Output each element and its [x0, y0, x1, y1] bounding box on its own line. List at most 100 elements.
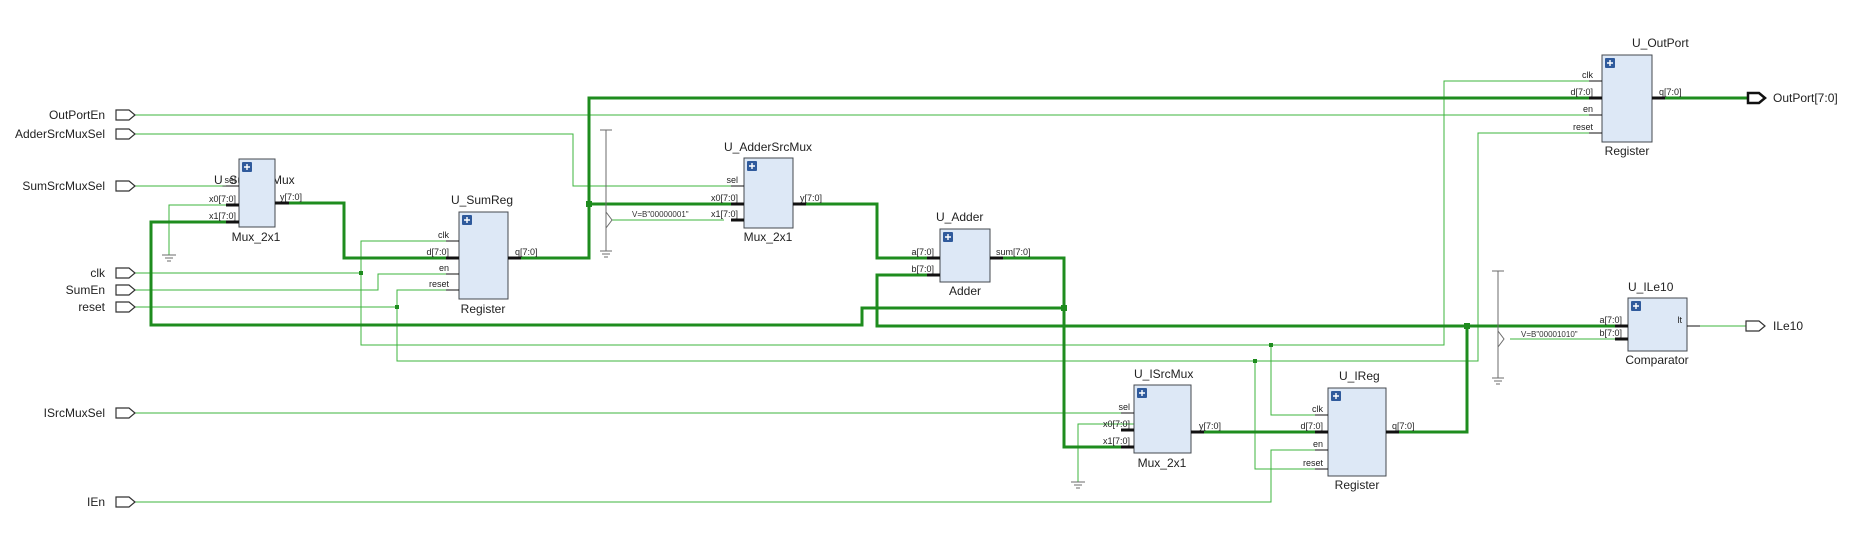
svg-text:reset: reset [429, 279, 450, 289]
svg-text:OutPortEn: OutPortEn [49, 108, 105, 122]
svg-text:reset: reset [1573, 122, 1594, 132]
svg-text:x0[7:0]: x0[7:0] [1103, 419, 1130, 429]
constant-adder-one: V=B"00000001" [600, 129, 689, 258]
port-sumen[interactable]: SumEn [66, 283, 136, 297]
instance-name: U_Adder [936, 210, 983, 224]
bus-adder-sum[interactable] [990, 256, 1066, 308]
svg-text:IEn: IEn [87, 495, 105, 509]
junction-adder-sum [1061, 305, 1067, 311]
svg-text:clk: clk [90, 266, 106, 280]
svg-text:b[7:0]: b[7:0] [911, 264, 934, 274]
bus-adder-to-isrcmux[interactable] [1062, 308, 1134, 449]
svg-text:reset: reset [78, 300, 105, 314]
port-ile10[interactable]: ILe10 [1745, 319, 1803, 333]
const-adder-one-label: V=B"00000001" [632, 210, 689, 219]
svg-text:a[7:0]: a[7:0] [911, 247, 934, 257]
ground-symbols [162, 254, 1085, 489]
junctions [359, 201, 1470, 363]
input-ports: OutPortEn AdderSrcMuxSel SumSrcMuxSel cl… [15, 108, 136, 509]
instance-name: U_IReg [1339, 369, 1380, 383]
block-isrcmux[interactable]: U_ISrcMux sel x0[7:0] x1[7:0] y[7:0] Mux… [1103, 367, 1221, 470]
junction-clk-ireg [1269, 343, 1273, 347]
svg-text:d[7:0]: d[7:0] [426, 247, 449, 257]
svg-text:b[7:0]: b[7:0] [1599, 328, 1622, 338]
port-outporten[interactable]: OutPortEn [49, 108, 136, 122]
net-clk-ireg[interactable] [1270, 345, 1328, 416]
junction-ireg-q [1464, 323, 1470, 329]
instance-name: U_ISrcMux [1134, 367, 1193, 381]
svg-text:SumSrcMuxSel: SumSrcMuxSel [22, 179, 105, 193]
svg-text:sel: sel [224, 175, 236, 185]
bus-sumsrcmux-to-sumreg[interactable] [275, 201, 459, 260]
block-sumsrcmux[interactable]: U_SumSrcMux sel x0[7:0] x1[7:0] y[7:0] M… [209, 158, 302, 244]
svg-text:y[7:0]: y[7:0] [1199, 421, 1221, 431]
bus-i-to-adder-b[interactable] [875, 273, 1467, 328]
bus-addersrcmux-to-adder[interactable] [793, 202, 940, 260]
junction-clk [359, 271, 363, 275]
port-clk[interactable]: clk [90, 266, 136, 280]
net-addersrcmuxsel[interactable] [135, 133, 744, 187]
port-addersrcmuxsel[interactable]: AdderSrcMuxSel [15, 127, 136, 141]
control-wires [135, 80, 1746, 503]
bus-sumreg-to-outport[interactable] [587, 96, 1602, 204]
instance-name: U_OutPort [1632, 36, 1689, 50]
block-ireg[interactable]: U_IReg clk d[7:0] en reset q[7:0] Regist… [1300, 369, 1414, 492]
svg-text:OutPort[7:0]: OutPort[7:0] [1773, 91, 1838, 105]
svg-text:y[7:0]: y[7:0] [280, 192, 302, 202]
junction-reset-ireg [1253, 359, 1257, 363]
net-sumen[interactable] [135, 273, 459, 291]
svg-text:sum[7:0]: sum[7:0] [996, 247, 1031, 257]
svg-text:x1[7:0]: x1[7:0] [711, 209, 738, 219]
net-isrcmux-x0-gnd [1077, 423, 1134, 482]
svg-text:sel: sel [1118, 402, 1130, 412]
port-outport[interactable]: OutPort[7:0] [1746, 91, 1838, 105]
bus-sumreg-q[interactable] [508, 202, 744, 260]
svg-text:q[7:0]: q[7:0] [515, 247, 538, 257]
net-reset-ireg[interactable] [1254, 361, 1328, 470]
cell-type: Register [1335, 478, 1380, 492]
svg-text:clk: clk [438, 230, 449, 240]
port-isrcmuxsel[interactable]: ISrcMuxSel [44, 406, 136, 420]
bus-wires [149, 96, 1748, 449]
cell-type: Adder [949, 284, 981, 298]
cell-type: Mux_2x1 [1138, 456, 1187, 470]
bus-ireg-q[interactable] [1386, 326, 1469, 434]
constant-cmp-ten: V=B"00001010" [1492, 270, 1578, 385]
svg-text:en: en [1583, 104, 1593, 114]
svg-text:d[7:0]: d[7:0] [1570, 87, 1593, 97]
svg-text:clk: clk [1312, 404, 1323, 414]
port-ien[interactable]: IEn [87, 495, 136, 509]
cell-type: Register [461, 302, 506, 316]
port-reset[interactable]: reset [78, 300, 136, 314]
svg-text:AdderSrcMuxSel: AdderSrcMuxSel [15, 127, 105, 141]
cell-type: Comparator [1625, 353, 1688, 367]
net-sumsrcmux-x0-gnd [168, 204, 239, 255]
svg-text:x0[7:0]: x0[7:0] [209, 194, 236, 204]
port-sumsrcmuxsel[interactable]: SumSrcMuxSel [22, 179, 136, 193]
svg-text:ILe10: ILe10 [1773, 319, 1803, 333]
svg-text:x0[7:0]: x0[7:0] [711, 193, 738, 203]
svg-text:x1[7:0]: x1[7:0] [1103, 436, 1130, 446]
gnd-sumsrcmux [162, 254, 176, 262]
bus-adder-sum-feedback[interactable] [149, 220, 1064, 327]
block-addersrcmux[interactable]: U_AdderSrcMux sel x0[7:0] x1[7:0] y[7:0]… [711, 140, 822, 244]
block-sumreg[interactable]: U_SumReg clk d[7:0] en reset q[7:0] Regi… [426, 193, 537, 316]
instance-name: U_SumReg [451, 193, 513, 207]
block-outport-reg[interactable]: U_OutPort clk d[7:0] en reset q[7:0] Reg… [1570, 36, 1689, 158]
svg-text:en: en [439, 263, 449, 273]
svg-text:ISrcMuxSel: ISrcMuxSel [44, 406, 105, 420]
gnd-isrcmux [1071, 481, 1085, 489]
svg-text:clk: clk [1582, 70, 1593, 80]
svg-text:x1[7:0]: x1[7:0] [209, 211, 236, 221]
block-adder[interactable]: U_Adder a[7:0] b[7:0] sum[7:0] Adder [911, 210, 1030, 298]
svg-text:SumEn: SumEn [66, 283, 105, 297]
net-reset-branch[interactable] [396, 132, 1602, 362]
svg-text:q[7:0]: q[7:0] [1659, 87, 1682, 97]
instance-name: U_ILe10 [1628, 280, 1674, 294]
net-ien[interactable] [135, 449, 1328, 503]
instance-name: U_AdderSrcMux [724, 140, 812, 154]
block-ile10-comparator[interactable]: U_ILe10 a[7:0] b[7:0] lt Comparator [1599, 280, 1700, 367]
net-reset[interactable] [135, 289, 459, 308]
net-clk-branch[interactable] [360, 80, 1602, 346]
